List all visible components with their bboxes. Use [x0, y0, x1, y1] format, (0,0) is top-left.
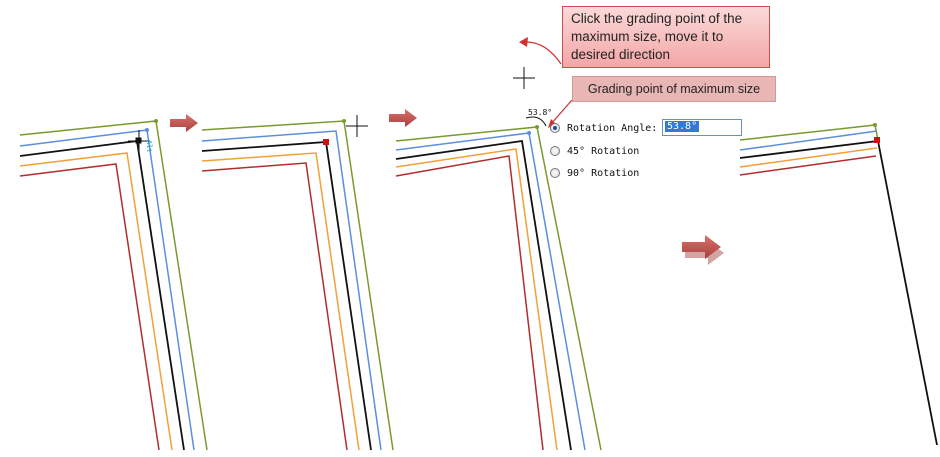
- panel-3-pattern: [395, 126, 602, 451]
- panel-1-grading-marker: Alt: [145, 140, 153, 153]
- panel-3-olive-dot: [535, 125, 539, 129]
- panel-2-size-blue: [201, 130, 382, 451]
- panel-4-size-olive: [739, 124, 879, 141]
- panel-1-olive-dot: [154, 119, 158, 123]
- panel-1-pattern: [19, 120, 208, 451]
- step-arrow-1: [170, 114, 198, 132]
- panel-4-size-blue: [739, 130, 878, 151]
- angle-marker: 53.8°: [528, 108, 553, 117]
- panel-3-size-red: [395, 155, 544, 451]
- instruction-callout: Click the grading point of the maximum s…: [562, 6, 770, 68]
- grading-point-label: Grading point of maximum size: [572, 76, 776, 102]
- rotation-angle-value: 53.8°: [665, 121, 700, 132]
- panel-1-size-olive: [19, 120, 208, 451]
- panel-2-cursor-crosshair: [346, 115, 368, 137]
- panel-4-size-orange: [739, 147, 878, 168]
- panel-1-size-blue: [19, 129, 195, 451]
- panel-1-size-black: [19, 139, 185, 451]
- panel-3-angle-arc: [525, 116, 547, 127]
- rotation-45-radio[interactable]: [550, 146, 560, 156]
- panel-1-size-orange: [19, 152, 173, 451]
- panel-2-pattern: [201, 120, 394, 451]
- panel-3-size-orange: [395, 148, 558, 451]
- panel-4-size-black: [739, 140, 938, 446]
- rotation-45-label: 45° Rotation: [567, 145, 640, 157]
- panel-3-size-black: [395, 139, 572, 451]
- rotation-angle-option[interactable]: Rotation Angle:: [550, 119, 657, 137]
- panel-2-olive-dot: [342, 119, 346, 123]
- step-arrow-2: [389, 109, 417, 127]
- panel-3-blue-dot: [527, 131, 531, 135]
- step-arrow-3: [682, 235, 721, 259]
- rotation-45-option[interactable]: 45° Rotation: [550, 142, 639, 160]
- panel-1-size-red: [19, 163, 160, 451]
- panel-2-size-black: [201, 141, 372, 451]
- move-direction-arrowhead: [519, 37, 528, 47]
- move-direction-arrow: [521, 41, 562, 65]
- panel-4-olive-dot: [873, 123, 877, 127]
- rotation-90-radio[interactable]: [550, 168, 560, 178]
- panel-2-size-red: [201, 162, 348, 451]
- panel-2-grading-point[interactable]: [323, 139, 329, 145]
- panel-4-pattern: [739, 124, 938, 446]
- panel-3-cursor-crosshair: [513, 67, 535, 89]
- rotation-angle-label: Rotation Angle:: [567, 122, 658, 134]
- panel-4-size-red: [739, 155, 877, 176]
- rotation-angle-input[interactable]: 53.8°: [662, 119, 742, 136]
- panel-2-size-orange: [201, 152, 360, 451]
- grading-label-pointer: [550, 99, 573, 125]
- rotation-90-label: 90° Rotation: [567, 167, 640, 179]
- panel-4-grading-point[interactable]: [874, 137, 880, 143]
- panel-1-cursor: [128, 130, 150, 151]
- rotation-90-option[interactable]: 90° Rotation: [550, 164, 639, 182]
- panel-1-blue-dot: [145, 128, 149, 132]
- rotation-angle-radio[interactable]: [550, 123, 560, 133]
